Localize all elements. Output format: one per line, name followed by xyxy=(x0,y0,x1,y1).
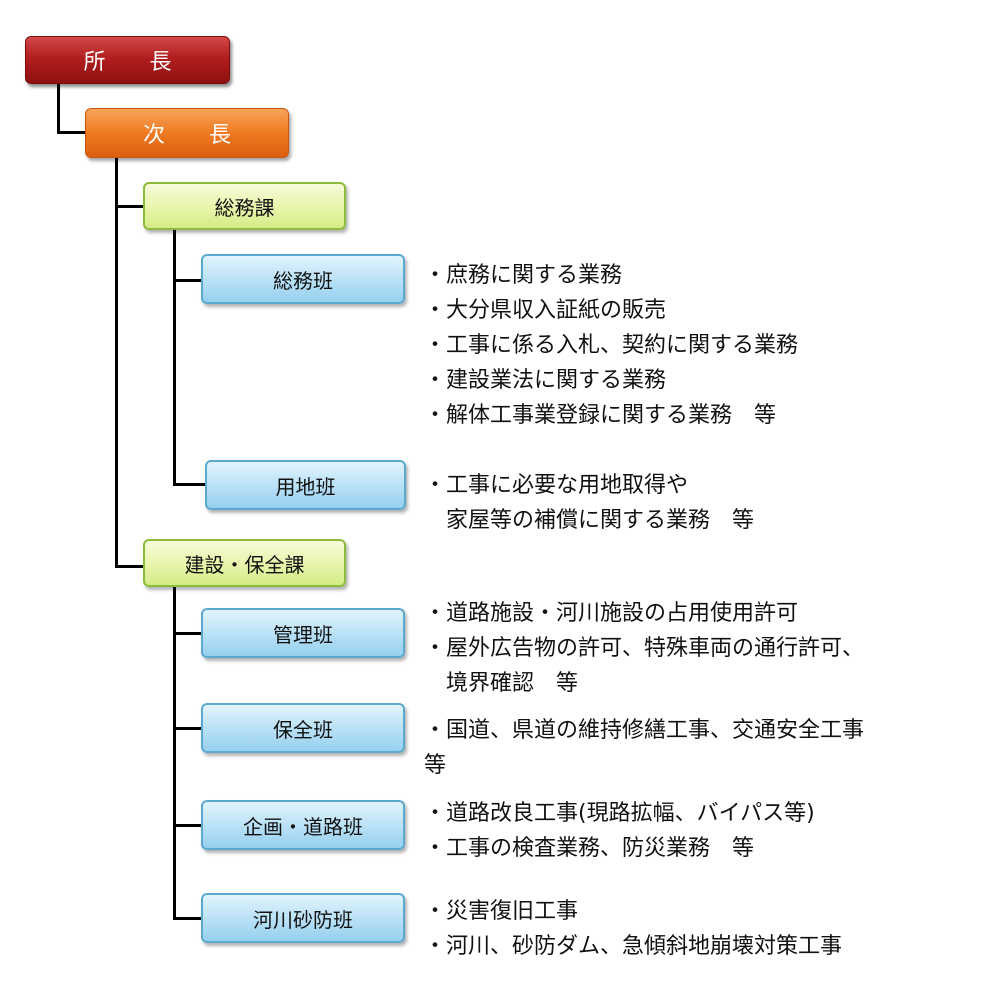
connector-to-river-team xyxy=(173,917,203,920)
deputy-director-box: 次 長 xyxy=(85,108,289,158)
maintenance-team-box: 保全班 xyxy=(201,703,405,753)
general-team-label: 総務班 xyxy=(273,268,333,293)
planning-team-label: 企画・道路班 xyxy=(243,814,363,839)
director-box: 所 長 xyxy=(25,36,230,84)
duty-line: 境界確認 等 xyxy=(424,671,579,696)
duty-line: ・災害復旧工事 xyxy=(424,899,579,924)
general-team-box: 総務班 xyxy=(201,254,405,304)
management-team-duties: ・道路施設・河川施設の占用使用許可 ・屋外広告物の許可、特殊車両の通行許可、 境… xyxy=(424,596,864,701)
general-team-duties: ・庶務に関する業務 ・大分県収入証紙の販売 ・工事に係る入札、契約に関する業務 … xyxy=(424,258,798,433)
land-team-box: 用地班 xyxy=(205,460,406,510)
duty-line: ・道路施設・河川施設の占用使用許可 xyxy=(424,601,799,626)
duty-line: 家屋等の補償に関する業務 等 xyxy=(424,508,755,533)
river-team-label: 河川砂防班 xyxy=(253,907,353,932)
connector-to-management-team xyxy=(173,632,203,635)
connector-to-land-team xyxy=(173,483,207,486)
duty-line: ・解体工事業登録に関する業務 等 xyxy=(424,403,777,428)
duty-line: ・庶務に関する業務 xyxy=(424,263,623,288)
connector-to-general-affairs xyxy=(115,205,145,208)
connector-to-general-team xyxy=(173,279,203,282)
connector-deputy-sections-vertical xyxy=(115,158,118,568)
connector-to-maintenance-team xyxy=(173,727,203,730)
management-team-label: 管理班 xyxy=(273,622,333,647)
connector-director-deputy-horizontal xyxy=(57,131,87,134)
duty-line: ・建設業法に関する業務 xyxy=(424,368,667,393)
deputy-director-label: 次 長 xyxy=(142,123,231,148)
connector-general-teams-vertical xyxy=(173,230,176,486)
construction-section-box: 建設・保全課 xyxy=(143,539,346,587)
maintenance-team-label: 保全班 xyxy=(273,717,333,742)
land-team-duties: ・工事に必要な用地取得や 家屋等の補償に関する業務 等 xyxy=(424,468,754,538)
director-label: 所 長 xyxy=(83,50,172,75)
duty-line: ・大分県収入証紙の販売 xyxy=(424,298,667,323)
duty-line: ・河川、砂防ダム、急傾斜地崩壊対策工事 xyxy=(424,934,843,959)
planning-team-box: 企画・道路班 xyxy=(201,800,405,850)
river-team-duties: ・災害復旧工事 ・河川、砂防ダム、急傾斜地崩壊対策工事 xyxy=(424,894,842,964)
duty-line: 等 xyxy=(424,753,447,778)
duty-line: ・工事に必要な用地取得や xyxy=(424,473,689,498)
general-affairs-section-box: 総務課 xyxy=(143,182,346,230)
duty-line: ・工事に係る入札、契約に関する業務 xyxy=(424,333,799,358)
duty-line: ・国道、県道の維持修繕工事、交通安全工事 xyxy=(424,718,865,743)
general-affairs-section-label: 総務課 xyxy=(214,195,275,220)
maintenance-team-duties: ・国道、県道の維持修繕工事、交通安全工事 等 xyxy=(424,713,864,783)
duty-line: ・工事の検査業務、防災業務 等 xyxy=(424,836,755,861)
connector-construction-teams-vertical xyxy=(173,587,176,920)
connector-to-planning-team xyxy=(173,824,203,827)
duty-line: ・道路改良工事(現路拡幅、バイパス等) xyxy=(424,801,815,826)
land-team-label: 用地班 xyxy=(275,474,336,499)
connector-to-construction xyxy=(115,565,145,568)
planning-team-duties: ・道路改良工事(現路拡幅、バイパス等) ・工事の検査業務、防災業務 等 xyxy=(424,796,815,866)
duty-line: ・屋外広告物の許可、特殊車両の通行許可、 xyxy=(424,636,865,661)
construction-section-label: 建設・保全課 xyxy=(184,552,305,577)
river-team-box: 河川砂防班 xyxy=(201,893,405,943)
connector-director-deputy-vertical xyxy=(57,82,60,134)
management-team-box: 管理班 xyxy=(201,608,405,658)
